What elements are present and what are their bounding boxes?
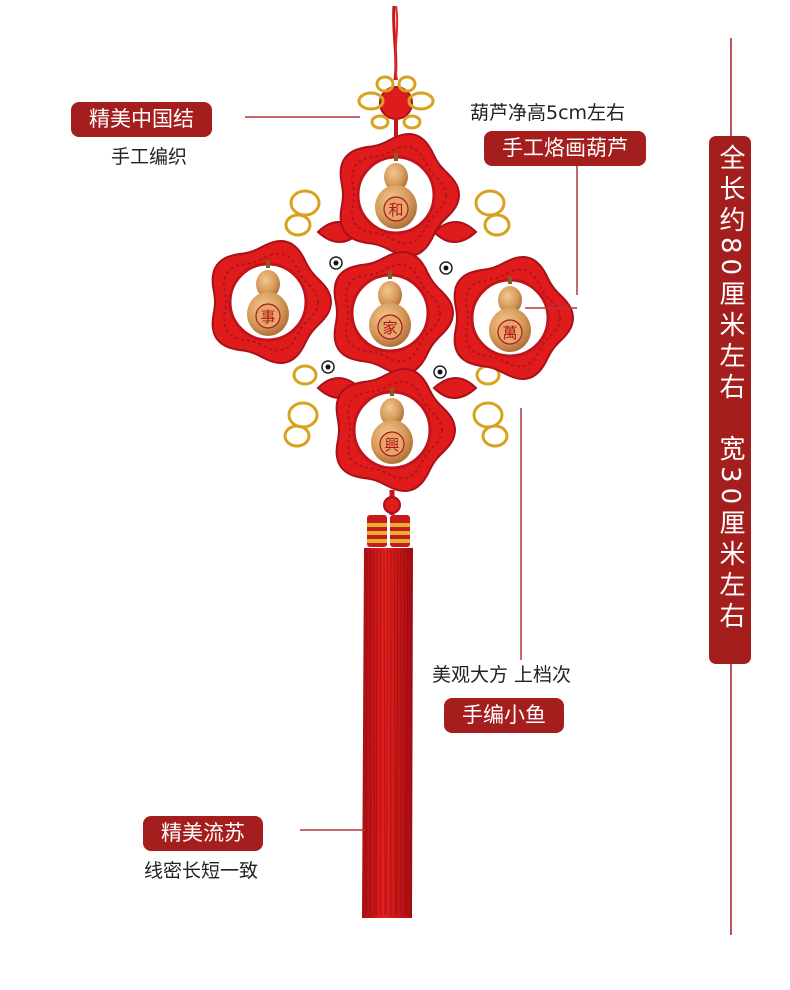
tassel: [362, 548, 413, 918]
tassel-cap: [367, 515, 410, 547]
top-small-knot: [357, 75, 435, 130]
knot-title-label: 精美中国结: [71, 102, 212, 137]
gourd-left: 事: [247, 260, 289, 336]
gourd-bottom: 興: [371, 388, 413, 464]
gold-loop-decoration: [283, 189, 511, 448]
tassel-subtitle: 线密长短一致: [144, 860, 259, 882]
dimension-badge: 全长约80厘米左右 宽30厘米左右: [709, 136, 751, 664]
gourd-char-top: 和: [388, 201, 403, 219]
gourd-char-right: 萬: [502, 324, 517, 342]
tassel-title-label: 精美流苏: [143, 816, 263, 851]
gourd-right: 萬: [489, 276, 531, 352]
fish-title-label: 手编小鱼: [444, 698, 564, 733]
gourd-char-bottom: 興: [384, 436, 399, 454]
gourd-char-left: 事: [260, 308, 275, 326]
gourd-char-center: 家: [382, 319, 397, 337]
dimension-text: 全长约80厘米左右 宽30厘米左右: [715, 144, 745, 634]
gourd-size-text: 葫芦净高5cm左右: [470, 102, 626, 124]
gourd-top: 和: [375, 153, 417, 229]
fish-subtitle: 美观大方 上档次: [432, 664, 572, 686]
knot-subtitle: 手工编织: [111, 146, 188, 168]
gourd-title-label: 手工烙画葫芦: [484, 131, 646, 166]
gourd-center: 家: [369, 271, 411, 347]
